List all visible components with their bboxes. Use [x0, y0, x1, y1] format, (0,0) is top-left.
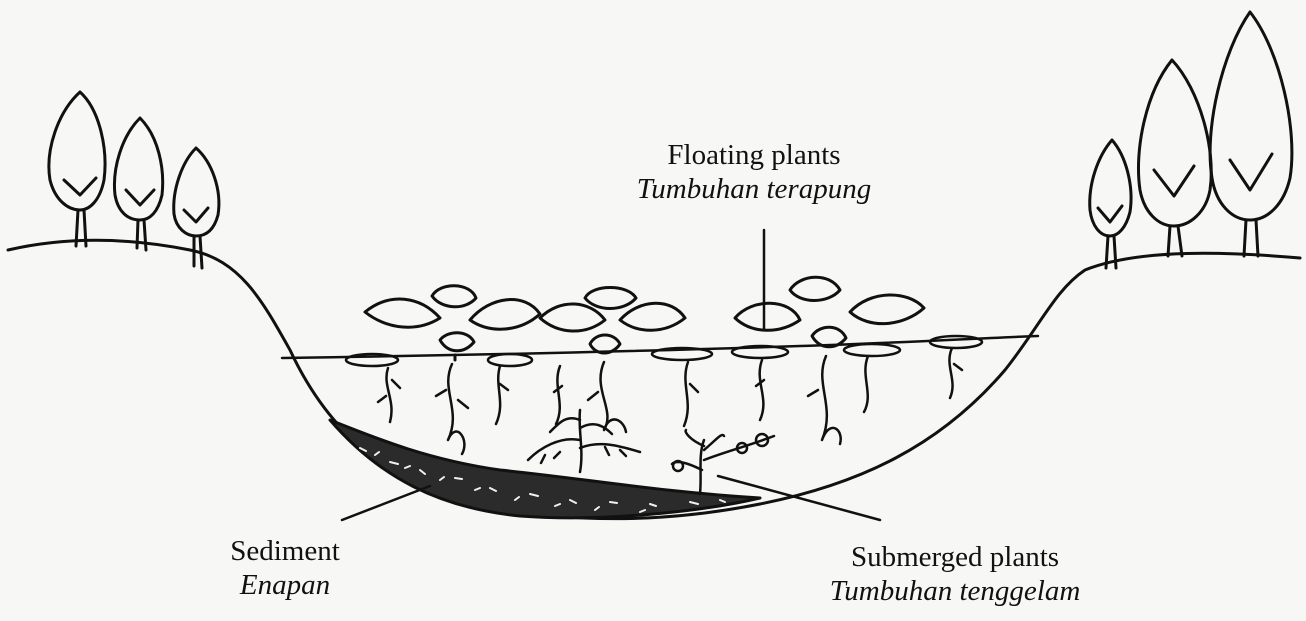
sediment-label-en: Sediment [200, 534, 370, 568]
leader-sediment [342, 486, 430, 520]
ground-outline [8, 240, 1300, 518]
floating-plants-label-en: Floating plants [604, 138, 904, 172]
submerged-plants-label: Submerged plants Tumbuhan tenggelam [790, 540, 1120, 608]
submerged-plants-label-en: Submerged plants [790, 540, 1120, 574]
floating-roots [378, 348, 962, 454]
sediment-label-ms: Enapan [200, 568, 370, 602]
submerged-plant-right [672, 430, 774, 494]
submerged-plants-label-ms: Tumbuhan tenggelam [790, 574, 1120, 608]
floating-plants-label: Floating plants Tumbuhan terapung [604, 138, 904, 206]
floating-plants-label-ms: Tumbuhan terapung [604, 172, 904, 206]
sediment-label: Sediment Enapan [200, 534, 370, 602]
floating-plant-2 [540, 288, 685, 354]
floating-plant-1 [365, 286, 540, 360]
trees-right [1090, 12, 1292, 268]
submerged-plant-left [528, 410, 640, 472]
water-surface [282, 336, 1038, 358]
